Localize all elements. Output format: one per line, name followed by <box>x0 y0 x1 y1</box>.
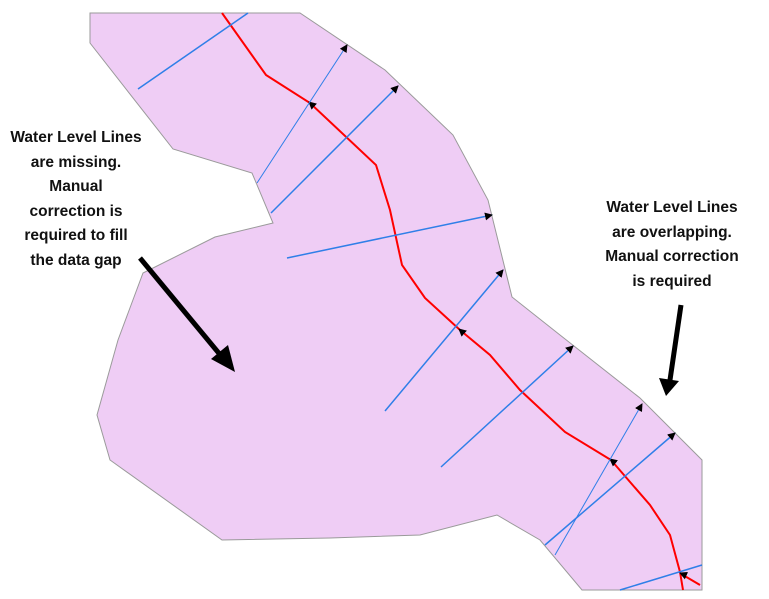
annotation-overlapping-lines: Water Level Lines are overlapping. Manua… <box>597 196 747 294</box>
water-level-line <box>384 269 504 412</box>
centerline <box>221 12 684 591</box>
river-polygon <box>89 12 703 591</box>
callout-arrows <box>138 256 684 396</box>
annotation-line: Manual <box>49 178 103 195</box>
annotation-line: Water Level Lines <box>606 199 738 216</box>
annotation-line: Water Level Lines <box>10 129 142 146</box>
water-level-line <box>256 44 348 184</box>
water-level-line <box>619 564 703 591</box>
annotation-line: are missing. <box>30 153 122 171</box>
arrowhead-icon <box>211 345 235 372</box>
water-level-line <box>286 212 493 259</box>
callout-arrow-missing <box>138 256 224 359</box>
annotation-line: are overlapping. <box>612 223 732 241</box>
annotation-line: correction is <box>29 202 123 220</box>
annotation-line: Manual correction <box>605 248 739 265</box>
annotation-line: the data gap <box>30 251 122 269</box>
annotation-line: required to fill <box>24 227 128 244</box>
water-level-line <box>137 12 249 90</box>
annotation-missing-lines: Water Level Lines are missing. Manual co… <box>0 126 152 273</box>
annotation-line: is required <box>632 272 712 290</box>
callout-arrow-overlap <box>667 304 684 381</box>
water-level-line <box>440 345 574 468</box>
water-level-line <box>554 403 643 556</box>
water-level-line <box>270 85 399 214</box>
arrowhead-icon <box>659 378 679 396</box>
water-level-line <box>544 432 676 546</box>
water-level-lines <box>137 12 703 591</box>
